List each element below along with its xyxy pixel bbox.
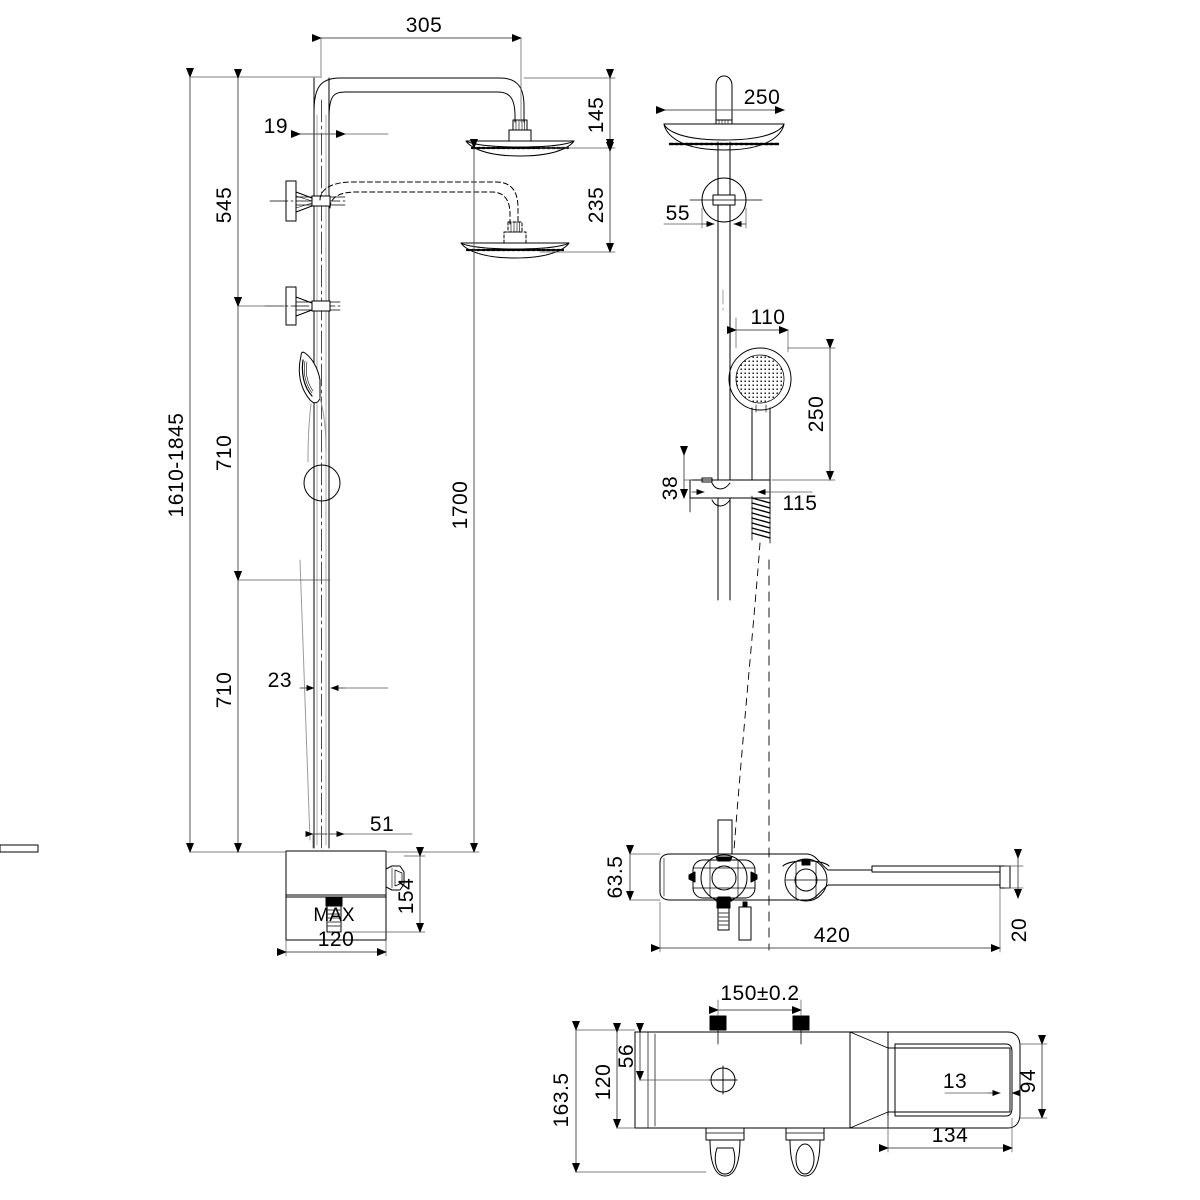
riser-pipe <box>313 77 330 851</box>
dim-420: 420 <box>651 887 1001 953</box>
dim-label-305: 305 <box>406 14 443 37</box>
front-view-dimensions: 1610-1845 545 710 710 305 <box>165 14 616 957</box>
valve-detail-view <box>634 1015 1021 1177</box>
dim-110: 110 <box>727 306 789 353</box>
handset-holder-bracket <box>689 477 771 851</box>
dim-19: 19 <box>264 115 389 138</box>
handset-front <box>298 351 327 463</box>
dim-163-5: 163.5 <box>550 1021 707 1173</box>
dim-250-head: 250 <box>656 86 785 114</box>
dim-115: 115 <box>691 489 818 515</box>
lower-shower-arm <box>319 181 519 225</box>
dim-label-1700: 1700 <box>449 481 472 530</box>
bottom-connector-left <box>705 1127 745 1177</box>
dim-label-20: 20 <box>1008 918 1031 942</box>
dim-label-710-lower: 710 <box>213 672 236 709</box>
side-rain-head <box>663 123 785 151</box>
svg-text:MAX: MAX <box>313 905 355 926</box>
dim-label-23: 23 <box>268 669 292 692</box>
dim-label-145: 145 <box>585 97 608 134</box>
side-riser-pipe <box>717 141 731 601</box>
dim-13: 13 <box>943 1070 1021 1096</box>
side-wall-escutcheon <box>689 177 763 223</box>
dim-label-235: 235 <box>585 187 608 224</box>
inlet-right <box>792 1015 810 1031</box>
dim-overall-height: 1610-1845 <box>165 68 321 853</box>
upper-rain-head <box>465 140 575 157</box>
hose-shadow <box>299 559 311 841</box>
lower-head-connector <box>503 221 527 244</box>
dim-label-94: 94 <box>1017 1069 1040 1093</box>
dim-label-55: 55 <box>666 202 690 225</box>
dim-1700: 1700 <box>385 139 480 853</box>
dim-label-38: 38 <box>659 476 682 500</box>
plan-view-valve-body <box>659 559 1011 951</box>
dim-710-upper: 710 <box>213 297 331 581</box>
inlet-left <box>709 1015 727 1031</box>
side-view-dimensions: 250 55 110 250 38 <box>604 86 1031 953</box>
dim-label-163-5: 163.5 <box>550 1072 573 1127</box>
upper-head-connector <box>508 119 532 142</box>
dim-label-250-handset: 250 <box>805 396 828 433</box>
dim-label-250-head: 250 <box>744 86 781 109</box>
handset-side <box>728 347 792 481</box>
dim-label-115: 115 <box>783 492 818 515</box>
dim-134: 134 <box>879 1115 1013 1153</box>
dim-235: 235 <box>539 142 616 253</box>
dim-63-5: 63.5 <box>604 845 661 901</box>
dim-250-handset: 250 <box>771 339 836 481</box>
dim-label-120-plan: 120 <box>592 1064 615 1101</box>
dim-label-120-front: 120 <box>318 928 355 951</box>
side-top-stub <box>715 75 733 123</box>
dim-710-lower: 710 <box>213 571 242 853</box>
dim-label-63-5: 63.5 <box>604 856 627 899</box>
plan-knob-diverter <box>782 858 830 902</box>
dim-label-51: 51 <box>370 813 394 836</box>
dim-label-710-upper: 710 <box>213 435 236 472</box>
dim-120-plan: 120 <box>592 1023 636 1129</box>
dim-120-front: 120 <box>277 928 387 957</box>
dim-label-56: 56 <box>615 1044 638 1068</box>
dim-55: 55 <box>663 202 747 229</box>
bottom-connector-right <box>785 1127 825 1177</box>
dim-23: 23 <box>268 669 389 692</box>
dim-label-154: 154 <box>395 878 418 915</box>
dim-20: 20 <box>1004 849 1031 942</box>
dim-38: 38 <box>659 446 693 500</box>
dim-150: 150±0.2 <box>709 982 802 1017</box>
dim-label-19: 19 <box>264 115 288 138</box>
dim-545: 545 <box>213 69 287 307</box>
plan-knob-thermostatic <box>688 854 758 902</box>
valve-body-front: MAX <box>0 844 405 941</box>
wall-bracket-upper <box>269 180 346 222</box>
dim-label-1610-1845: 1610-1845 <box>165 413 188 518</box>
slider-holder-ring <box>303 464 341 502</box>
hose-coil <box>751 495 771 544</box>
dim-94: 94 <box>1017 1035 1048 1119</box>
dim-56: 56 <box>615 1023 712 1081</box>
valve-detail-dimensions: 150±0.2 163.5 120 56 13 <box>550 982 1048 1173</box>
dim-label-545: 545 <box>213 187 236 224</box>
dim-305: 305 <box>312 14 522 123</box>
lower-rain-head <box>460 242 570 259</box>
dim-label-150: 150±0.2 <box>720 982 799 1005</box>
dim-label-134: 134 <box>932 1124 969 1147</box>
dim-154: 154 <box>344 847 426 933</box>
dim-145: 145 <box>523 69 616 149</box>
front-elevation-view: MAX <box>0 77 575 941</box>
dim-label-110: 110 <box>751 306 786 329</box>
upper-shower-arm <box>313 77 525 123</box>
dim-label-420: 420 <box>814 924 851 947</box>
dim-label-13: 13 <box>943 1070 967 1093</box>
dim-51: 51 <box>305 813 413 849</box>
side-elevation-view <box>659 75 1011 951</box>
